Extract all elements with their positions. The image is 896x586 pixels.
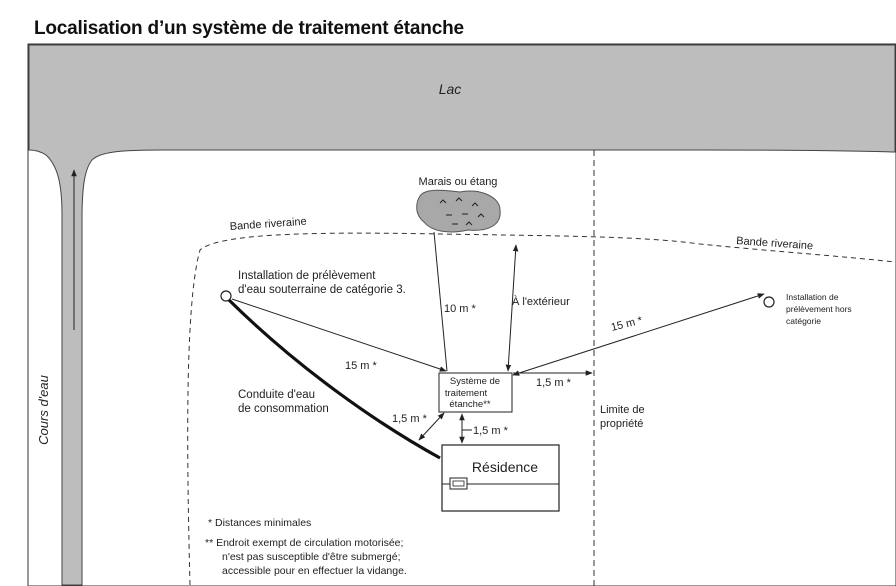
well-cat3-icon bbox=[220, 290, 232, 302]
marsh-label: Marais ou étang bbox=[419, 176, 498, 188]
marsh-vegetation bbox=[439, 197, 485, 226]
river-label: Cours d'eau bbox=[36, 375, 51, 445]
riparian-band-label-left: Bande riveraine bbox=[229, 216, 307, 233]
water-pipe bbox=[227, 298, 441, 460]
dist-line-well-cat3 bbox=[231, 298, 447, 372]
dist-marsh-label: 10 m * bbox=[444, 303, 477, 315]
riparian-band-label-right: Bande riveraine bbox=[736, 235, 814, 252]
dist-well-cat3-label: 15 m * bbox=[345, 360, 378, 372]
dist-property-label: 1,5 m * bbox=[536, 377, 572, 389]
marsh-shape bbox=[416, 189, 501, 233]
well-cat3-label-1: Installation de prélèvement bbox=[238, 270, 376, 282]
note-location-2: n'est pas susceptible d'être submergé; bbox=[222, 551, 401, 563]
diagram-title: Localisation d’un système de traitement … bbox=[34, 18, 464, 39]
property-limit-label-2: propriété bbox=[600, 418, 643, 430]
dist-pipe-label: 1,5 m * bbox=[392, 413, 428, 425]
treatment-system-label-1: Système de bbox=[450, 376, 500, 387]
well-hc-label-3: catégorie bbox=[786, 316, 821, 326]
residence-box bbox=[441, 444, 560, 512]
well-hc-label-2: prélèvement hors bbox=[786, 304, 852, 314]
note-distances: * Distances minimales bbox=[208, 517, 311, 529]
treatment-system-label-2: traitement bbox=[445, 388, 488, 399]
dist-well-hc-label: 15 m * bbox=[610, 314, 644, 334]
dist-line-pipe bbox=[418, 412, 445, 441]
dist-residence-label: 1,5 m * bbox=[473, 425, 509, 437]
riparian-band-line bbox=[187, 232, 896, 586]
property-limit-label-1: Limite de bbox=[600, 404, 645, 416]
lake-shape bbox=[28, 44, 896, 586]
residence-window-inner bbox=[452, 480, 465, 487]
residence-label: Résidence bbox=[472, 459, 538, 475]
treatment-system-box bbox=[438, 372, 513, 413]
pipe-label-2: de consommation bbox=[238, 403, 329, 415]
dist-line-marsh bbox=[433, 231, 448, 372]
lake-label: Lac bbox=[439, 81, 462, 97]
dist-line-well-hc bbox=[512, 293, 765, 376]
note-location-1: ** Endroit exempt de circulation motoris… bbox=[205, 537, 403, 549]
well-hc-label-1: Installation de bbox=[786, 292, 839, 302]
dist-line-outside bbox=[505, 244, 519, 372]
pipe-label-1: Conduite d'eau bbox=[238, 389, 315, 401]
note-location-3: accessible pour en effectuer la vidange. bbox=[222, 565, 407, 577]
well-cat3-label-2: d'eau souterraine de catégorie 3. bbox=[238, 284, 406, 296]
treatment-system-label-3: étanche** bbox=[449, 399, 491, 410]
diagram-frame bbox=[27, 43, 896, 586]
well-hc-icon bbox=[763, 296, 775, 308]
residence-window bbox=[449, 477, 468, 490]
outside-label: À l'extérieur bbox=[512, 295, 570, 308]
